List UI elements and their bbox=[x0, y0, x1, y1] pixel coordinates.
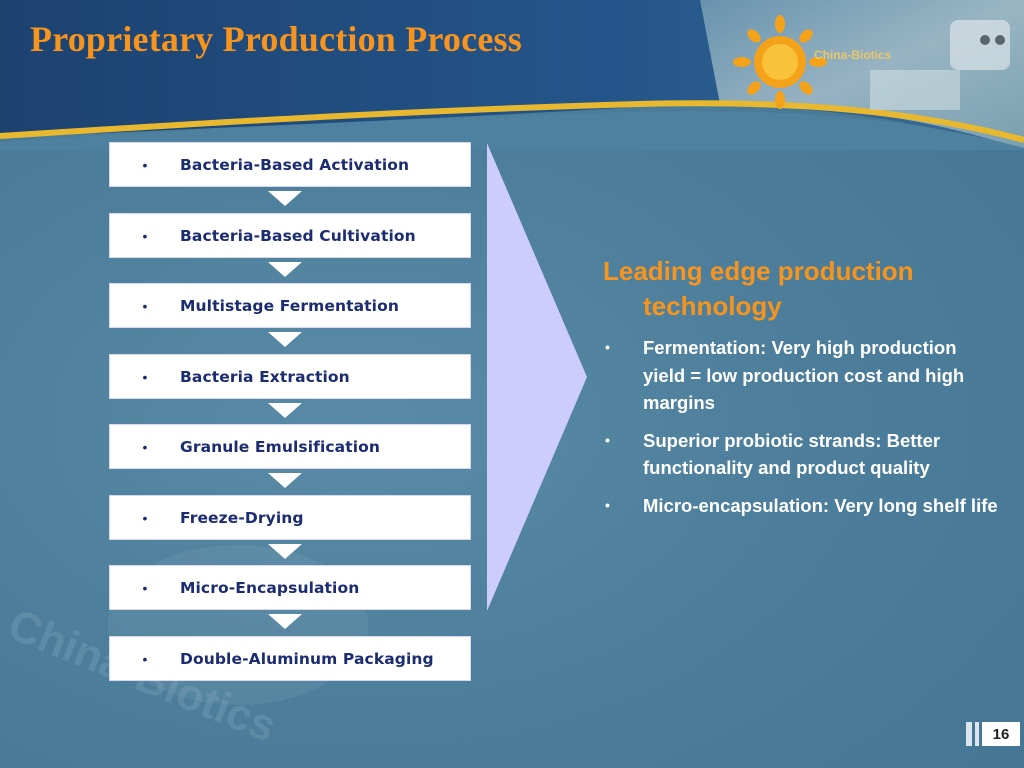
highlight-text: Micro-encapsulation: Very long shelf lif… bbox=[643, 494, 998, 516]
bullet-dot: • bbox=[142, 438, 148, 455]
down-arrow-icon bbox=[268, 191, 302, 206]
bullet-dot: • bbox=[605, 496, 610, 513]
header-background bbox=[0, 0, 1024, 150]
process-step-label: Bacteria-Based Activation bbox=[180, 155, 410, 174]
down-arrow-icon bbox=[268, 262, 302, 277]
down-arrow-icon bbox=[268, 614, 302, 629]
highlight-item: • Fermentation: Very high production yie… bbox=[603, 334, 1003, 417]
process-step-label: Double-Aluminum Packaging bbox=[180, 649, 434, 668]
bullet-dot: • bbox=[142, 156, 148, 173]
bullet-dot: • bbox=[142, 579, 148, 596]
down-arrow-icon bbox=[268, 403, 302, 418]
bullet-dot: • bbox=[142, 650, 148, 667]
sun-logo-icon bbox=[733, 15, 827, 109]
brand-name: China-Biotics bbox=[814, 48, 892, 62]
bullet-dot: • bbox=[142, 227, 148, 244]
process-step-label: Multistage Fermentation bbox=[180, 296, 399, 315]
process-step-label: Bacteria Extraction bbox=[180, 367, 350, 386]
process-chevron-arrow bbox=[487, 143, 587, 611]
process-step: • Freeze-Drying bbox=[109, 495, 471, 540]
process-step: • Bacteria-Based Cultivation bbox=[109, 213, 471, 258]
page-number-accent bbox=[975, 722, 979, 746]
process-step-label: Bacteria-Based Cultivation bbox=[180, 226, 416, 245]
page-number-accent bbox=[966, 722, 972, 746]
bullet-dot: • bbox=[142, 368, 148, 385]
process-step: • Multistage Fermentation bbox=[109, 283, 471, 328]
process-step-label: Micro-Encapsulation bbox=[180, 578, 360, 597]
highlights-heading: Leading edge production technology bbox=[603, 256, 914, 321]
process-step-label: Granule Emulsification bbox=[180, 437, 381, 456]
bullet-dot: • bbox=[142, 297, 148, 314]
highlight-text: Fermentation: Very high production yield… bbox=[643, 337, 965, 413]
down-arrow-icon bbox=[268, 332, 302, 347]
process-step: • Bacteria-Based Activation bbox=[109, 142, 471, 187]
page-number: 16 bbox=[982, 722, 1020, 746]
page-title: Proprietary Production Process bbox=[30, 19, 522, 59]
highlight-item: • Micro-encapsulation: Very long shelf l… bbox=[603, 492, 1003, 520]
highlights-panel: Leading edge production technology • Fer… bbox=[603, 254, 1003, 529]
process-step: • Micro-Encapsulation bbox=[109, 565, 471, 610]
bullet-dot: • bbox=[605, 431, 610, 448]
process-step: • Granule Emulsification bbox=[109, 424, 471, 469]
process-step: • Double-Aluminum Packaging bbox=[109, 636, 471, 681]
lab-equipment-icon bbox=[870, 20, 1010, 110]
highlight-text: Superior probiotic strands: Better funct… bbox=[643, 429, 941, 479]
header-banner: Proprietary Production Process China-Bio… bbox=[0, 0, 1024, 150]
bullet-dot: • bbox=[605, 339, 610, 355]
bullet-dot: • bbox=[142, 509, 148, 526]
down-arrow-icon bbox=[268, 544, 302, 559]
process-step: • Bacteria Extraction bbox=[109, 354, 471, 399]
process-step-label: Freeze-Drying bbox=[180, 508, 304, 527]
down-arrow-icon bbox=[268, 473, 302, 488]
highlight-item: • Superior probiotic strands: Better fun… bbox=[603, 427, 1003, 482]
